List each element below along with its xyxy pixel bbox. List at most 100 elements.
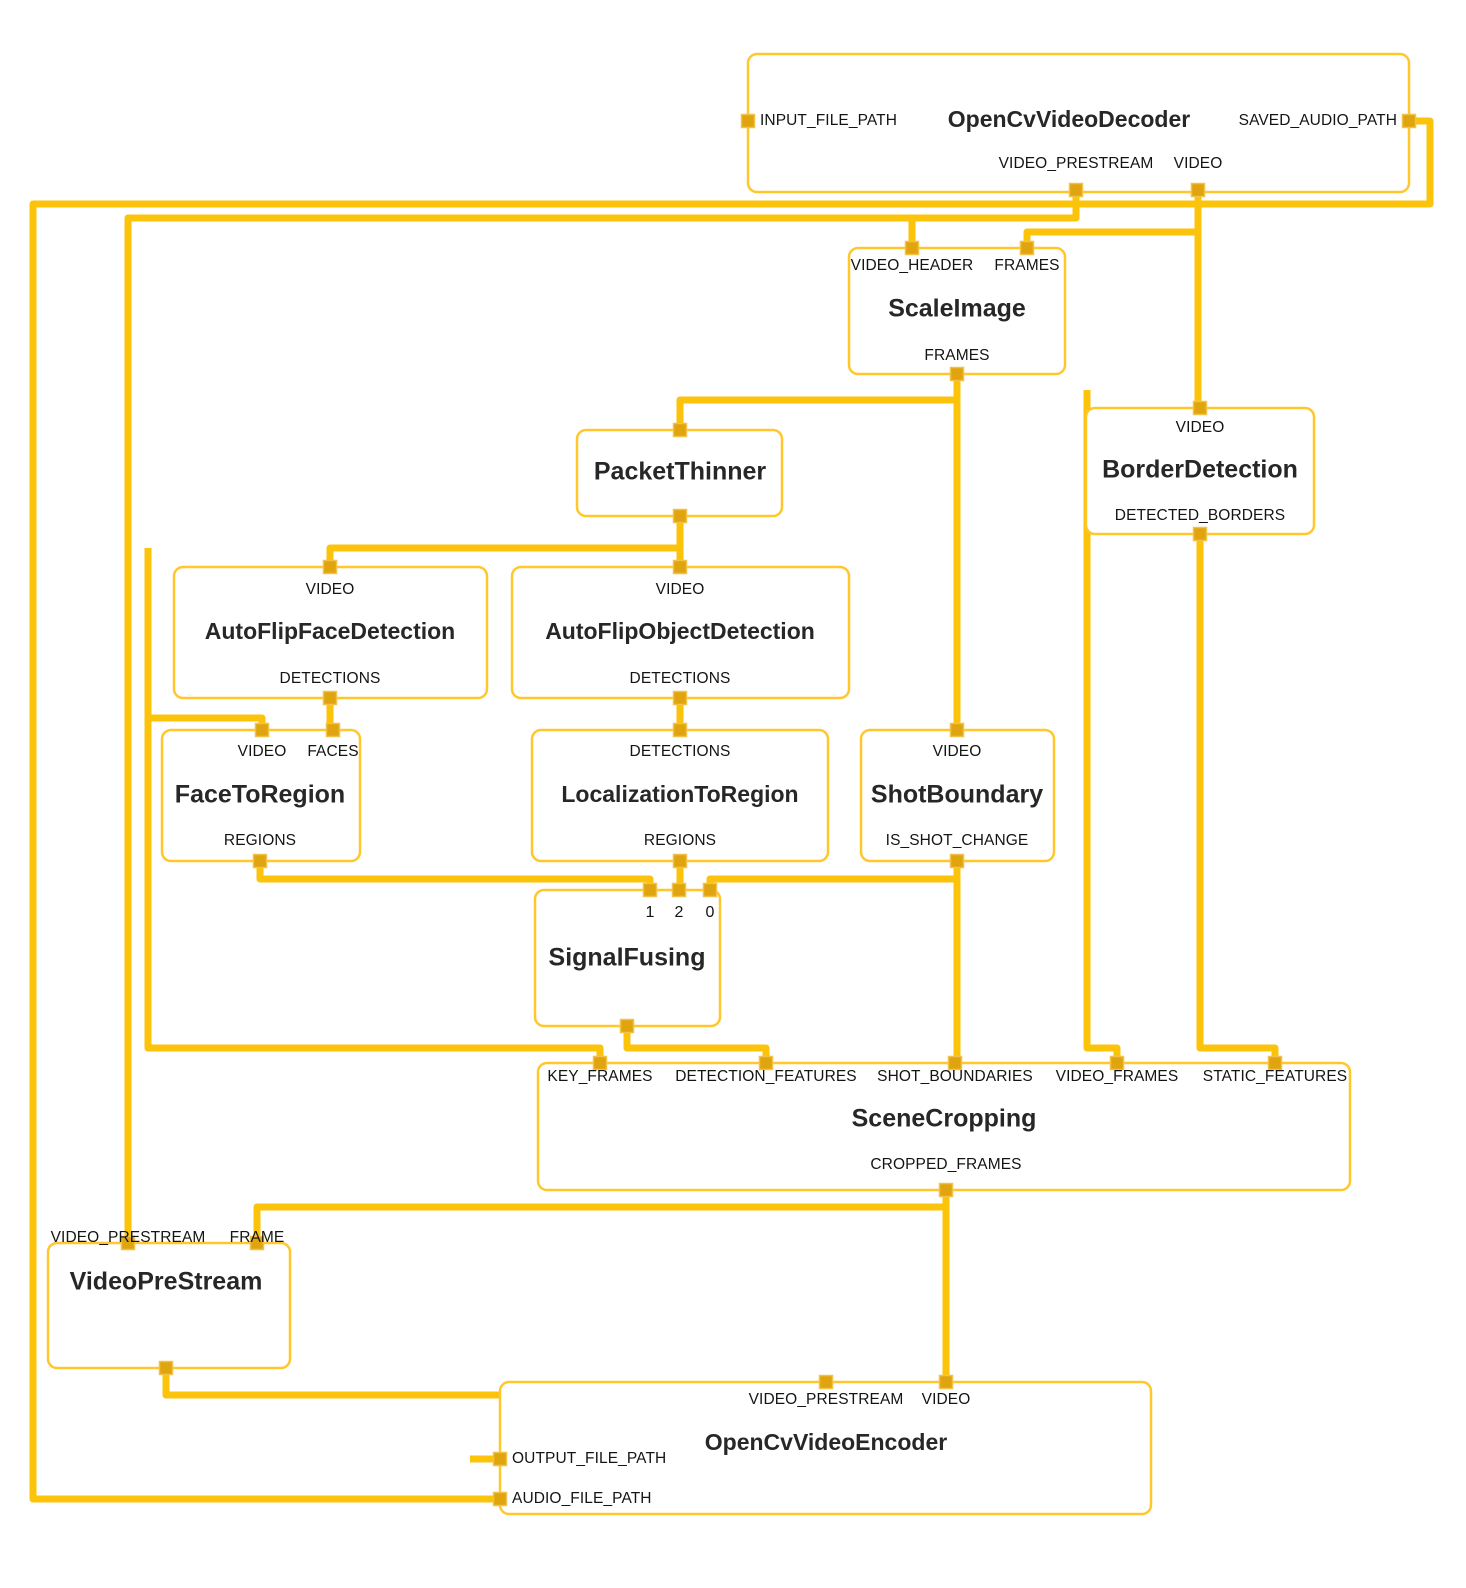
edge-wire xyxy=(623,1026,770,1063)
port-square[interactable] xyxy=(1192,400,1208,416)
port-square[interactable] xyxy=(619,1018,635,1034)
port-label: DETECTIONS xyxy=(280,670,381,687)
port-square[interactable] xyxy=(1019,240,1035,256)
port-square[interactable] xyxy=(1068,182,1084,198)
node-packet-thinner[interactable]: PacketThinner xyxy=(575,422,784,524)
port-label: CROPPED_FRAMES xyxy=(870,1156,1021,1173)
port-square[interactable] xyxy=(672,853,688,869)
port-square[interactable] xyxy=(254,722,270,738)
port-label: VIDEO_PRESTREAM xyxy=(999,155,1154,172)
port-square[interactable] xyxy=(947,1055,963,1071)
port-label: INPUT_FILE_PATH xyxy=(760,112,897,129)
port-square[interactable] xyxy=(672,559,688,575)
port-label: VIDEO_PRESTREAM xyxy=(749,1391,904,1408)
node-title: SignalFusing xyxy=(549,944,706,972)
port-square[interactable] xyxy=(158,1360,174,1376)
port-square[interactable] xyxy=(1401,113,1417,129)
port-label: REGIONS xyxy=(644,832,716,849)
port-square[interactable] xyxy=(672,422,688,438)
port-square[interactable] xyxy=(949,853,965,869)
port-index-label: 2 xyxy=(675,904,684,921)
node-title: VideoPreStream xyxy=(70,1268,263,1296)
node-shot-boundary[interactable]: ShotBoundary VIDEO IS_SHOT_CHANGE xyxy=(859,722,1056,869)
node-video-pre-stream[interactable]: VideoPreStream VIDEO_PRESTREAM FRAME xyxy=(46,1229,292,1376)
port-label: VIDEO xyxy=(933,743,982,760)
port-label: IS_SHOT_CHANGE xyxy=(886,832,1029,849)
port-label: DETECTION_FEATURES xyxy=(675,1068,857,1085)
port-label: DETECTIONS xyxy=(630,743,731,760)
port-square[interactable] xyxy=(492,1451,508,1467)
port-label: FACES xyxy=(307,743,358,760)
port-label: FRAME xyxy=(230,1229,285,1246)
port-square[interactable] xyxy=(252,853,268,869)
node-title: OpenCvVideoEncoder xyxy=(705,1429,947,1455)
edge-wire xyxy=(29,117,1434,1503)
port-square[interactable] xyxy=(758,1055,774,1071)
port-square[interactable] xyxy=(492,1491,508,1507)
port-square[interactable] xyxy=(1267,1055,1283,1071)
port-index-label: 1 xyxy=(646,904,655,921)
port-square[interactable] xyxy=(949,722,965,738)
port-square[interactable] xyxy=(938,1374,954,1390)
node-title: SceneCropping xyxy=(852,1105,1037,1133)
edge-wire xyxy=(256,861,654,890)
port-square[interactable] xyxy=(949,366,965,382)
port-square[interactable] xyxy=(671,882,687,898)
edge-wire xyxy=(253,1203,946,1243)
port-square[interactable] xyxy=(672,508,688,524)
port-square[interactable] xyxy=(325,722,341,738)
node-title: LocalizationToRegion xyxy=(561,781,798,807)
port-square[interactable] xyxy=(592,1055,608,1071)
port-square[interactable] xyxy=(642,882,658,898)
node-title: AutoFlipObjectDetection xyxy=(545,618,815,644)
port-square[interactable] xyxy=(1190,182,1206,198)
node-title: ScaleImage xyxy=(888,295,1026,323)
edge-wire xyxy=(1083,390,1121,1063)
node-title: ShotBoundary xyxy=(871,781,1043,809)
port-square[interactable] xyxy=(818,1374,834,1390)
port-label: VIDEO_PRESTREAM xyxy=(51,1229,206,1246)
port-label: VIDEO xyxy=(1176,419,1225,436)
port-square[interactable] xyxy=(1109,1055,1125,1071)
port-square[interactable] xyxy=(322,559,338,575)
port-square[interactable] xyxy=(938,1182,954,1198)
port-square[interactable] xyxy=(1192,526,1208,542)
edge-wire xyxy=(706,861,961,890)
port-square[interactable] xyxy=(702,882,718,898)
port-square[interactable] xyxy=(672,690,688,706)
port-square[interactable] xyxy=(672,722,688,738)
port-square[interactable] xyxy=(322,690,338,706)
port-label: VIDEO xyxy=(656,581,705,598)
port-square[interactable] xyxy=(904,240,920,256)
port-square[interactable] xyxy=(249,1235,265,1251)
edge-wire xyxy=(326,516,684,567)
port-label: REGIONS xyxy=(224,832,296,849)
port-square[interactable] xyxy=(120,1235,136,1251)
edge-wire xyxy=(676,374,961,430)
node-localization-to-region[interactable]: LocalizationToRegion DETECTIONS REGIONS xyxy=(530,722,830,869)
port-label: VIDEO xyxy=(238,743,287,760)
edge-wire xyxy=(144,548,604,1063)
port-square[interactable] xyxy=(740,113,756,129)
port-label: DETECTED_BORDERS xyxy=(1115,507,1285,524)
port-label: VIDEO xyxy=(1174,155,1223,172)
port-label: STATIC_FEATURES xyxy=(1203,1068,1347,1085)
node-title: AutoFlipFaceDetection xyxy=(205,618,455,644)
port-label: VIDEO xyxy=(306,581,355,598)
port-label: OUTPUT_FILE_PATH xyxy=(512,1450,666,1467)
port-label: AUDIO_FILE_PATH xyxy=(512,1490,652,1507)
node-box[interactable] xyxy=(46,1241,292,1370)
port-label: VIDEO_HEADER xyxy=(851,257,974,274)
node-autoflip-face-detection[interactable]: AutoFlipFaceDetection VIDEO DETECTIONS xyxy=(172,559,489,706)
node-title: PacketThinner xyxy=(594,458,767,486)
